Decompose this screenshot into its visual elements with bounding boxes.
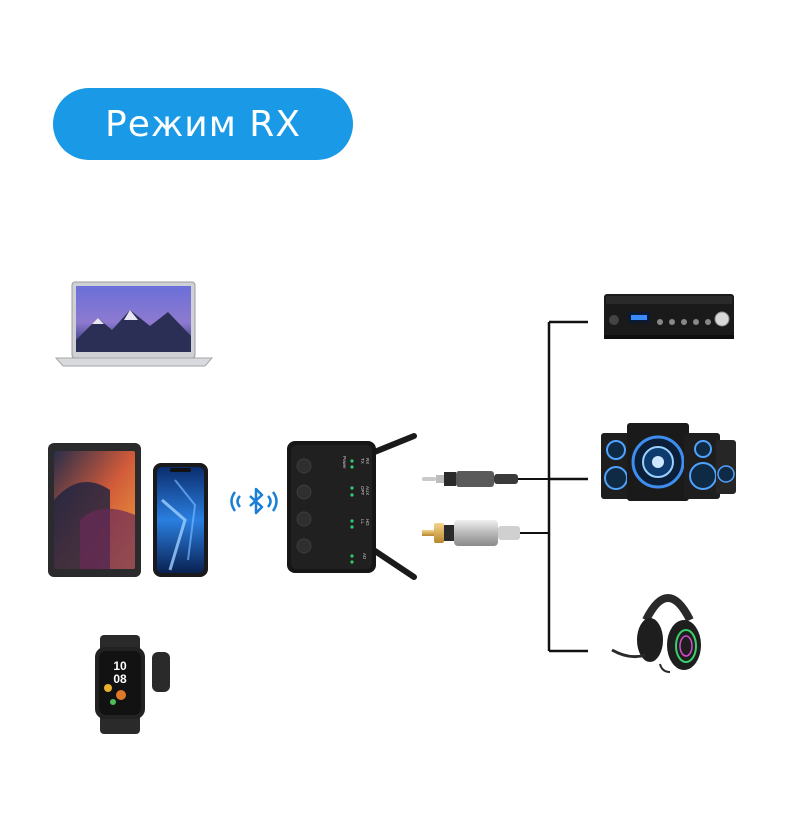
volume-down-button[interactable] — [297, 485, 311, 499]
gaming-headset — [612, 598, 701, 672]
power-label: Power — [342, 456, 347, 469]
phone — [153, 463, 208, 577]
power-button[interactable] — [297, 459, 311, 473]
aux-label: AUX — [365, 486, 370, 495]
bluetooth-receiver: Power TX RX OPT AUX LL HD AD — [287, 436, 414, 577]
ad-label: AD — [362, 553, 367, 560]
laptop — [56, 282, 212, 366]
mode-button[interactable] — [297, 539, 311, 553]
bluetooth-icon — [232, 489, 277, 513]
wiring — [549, 322, 588, 651]
watch-minutes: 08 — [113, 672, 127, 686]
tablet — [48, 443, 141, 577]
opt-label: OPT — [360, 486, 365, 496]
watch-hours: 10 — [113, 659, 127, 673]
speaker-system — [601, 423, 736, 501]
ll-label: LL — [360, 519, 365, 525]
optical-cable — [422, 520, 549, 546]
aux-cable — [422, 471, 549, 487]
hd-label: HD — [365, 519, 370, 526]
amplifier — [604, 294, 734, 339]
volume-up-button[interactable] — [297, 512, 311, 526]
smartwatch: 10 08 — [95, 635, 170, 734]
rx-label: RX — [365, 458, 370, 464]
tx-label: TX — [360, 458, 365, 464]
